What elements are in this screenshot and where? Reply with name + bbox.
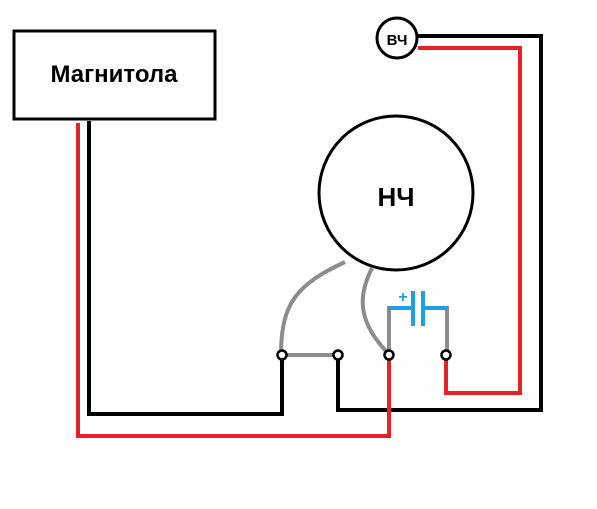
capacitor-lead-right (431, 306, 449, 351)
terminal-4 (440, 349, 452, 361)
terminal-3 (383, 349, 395, 361)
terminal-1 (276, 349, 288, 361)
tweeter-label: ВЧ (387, 32, 408, 49)
tweeter-circle (375, 16, 419, 60)
capacitor-lead-left (387, 306, 405, 351)
wire-red-tweeter (418, 46, 522, 395)
wire-black-headunit (87, 121, 284, 416)
head-unit-box (12, 29, 217, 121)
woofer-lead-right (360, 267, 388, 353)
woofer-circle (317, 114, 475, 272)
wire-black-tweeter (336, 34, 543, 412)
terminal-block (276, 349, 452, 361)
head-unit: Магнитола (12, 29, 217, 121)
tweeter: ВЧ (375, 16, 419, 60)
woofer: НЧ (317, 114, 475, 272)
capacitor: + (389, 289, 447, 326)
terminal-2 (332, 349, 344, 361)
wire-red-headunit (76, 123, 391, 438)
woofer-label: НЧ (377, 182, 414, 212)
woofer-lead-left (279, 260, 346, 352)
head-unit-label: Магнитола (51, 61, 179, 88)
capacitor-polarity-mark: + (398, 289, 407, 306)
